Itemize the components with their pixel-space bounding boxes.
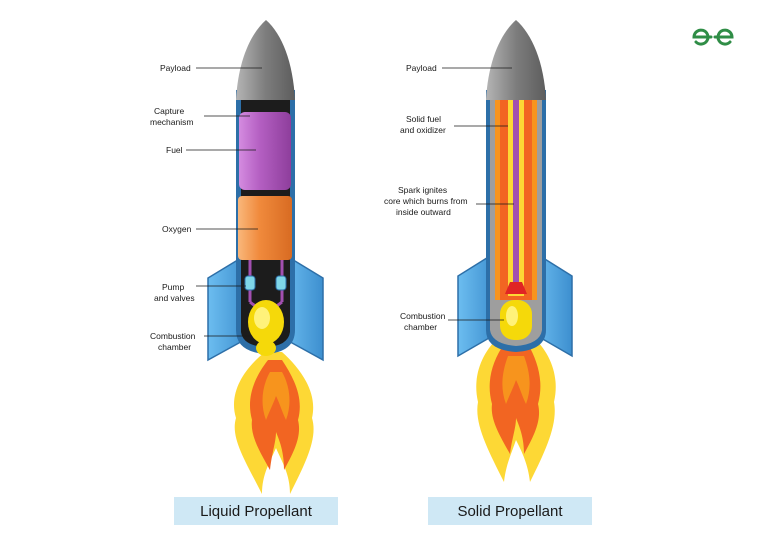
caption-liquid-text: Liquid Propellant bbox=[200, 502, 312, 520]
geeksforgeeks-logo bbox=[692, 28, 734, 46]
label-pump-left-2: and valves bbox=[154, 293, 195, 303]
label-spark-3: inside outward bbox=[396, 207, 451, 217]
liquid-labels: Payload Capture mechanism Fuel Oxygen Pu… bbox=[150, 63, 262, 352]
liquid-pump-left bbox=[244, 275, 256, 291]
solid-rocket bbox=[457, 20, 573, 482]
label-capture-left-1: Capture bbox=[154, 106, 185, 116]
label-spark-1: Spark ignites bbox=[398, 185, 447, 195]
solid-labels: Payload Solid fuel and oxidizer Spark ig… bbox=[384, 63, 514, 332]
caption-solid-text: Solid Propellant bbox=[457, 502, 563, 520]
label-oxygen-left: Oxygen bbox=[162, 224, 192, 234]
label-payload-right: Payload bbox=[406, 63, 437, 73]
solid-combustion-chamber bbox=[500, 300, 532, 340]
label-combustion-left-1: Combustion bbox=[150, 331, 196, 341]
liquid-nose bbox=[236, 20, 295, 100]
liquid-rocket bbox=[207, 20, 324, 494]
liquid-oxygen-tank bbox=[238, 196, 292, 260]
caption-liquid-propellant: Liquid Propellant bbox=[174, 497, 338, 525]
label-solid-2: and oxidizer bbox=[400, 125, 446, 135]
solid-nose bbox=[486, 20, 546, 100]
solid-igniter bbox=[505, 282, 527, 294]
label-pump-left-1: Pump bbox=[162, 282, 184, 292]
label-combustion-left-2: chamber bbox=[158, 342, 191, 352]
liquid-pump-right bbox=[275, 275, 287, 291]
label-combustion-right-2: chamber bbox=[404, 322, 437, 332]
solid-spark-rod bbox=[513, 100, 519, 282]
solid-flame bbox=[476, 336, 556, 482]
liquid-combustion-chamber bbox=[248, 300, 284, 356]
liquid-flame bbox=[233, 352, 314, 494]
label-solid-1: Solid fuel bbox=[406, 114, 441, 124]
label-payload-left: Payload bbox=[160, 63, 191, 73]
label-capture-left-2: mechanism bbox=[150, 117, 193, 127]
label-combustion-right-1: Combustion bbox=[400, 311, 446, 321]
label-fuel-left: Fuel bbox=[166, 145, 183, 155]
liquid-fuel-tank bbox=[239, 112, 291, 190]
caption-solid-propellant: Solid Propellant bbox=[428, 497, 592, 525]
label-spark-2: core which burns from bbox=[384, 196, 468, 206]
